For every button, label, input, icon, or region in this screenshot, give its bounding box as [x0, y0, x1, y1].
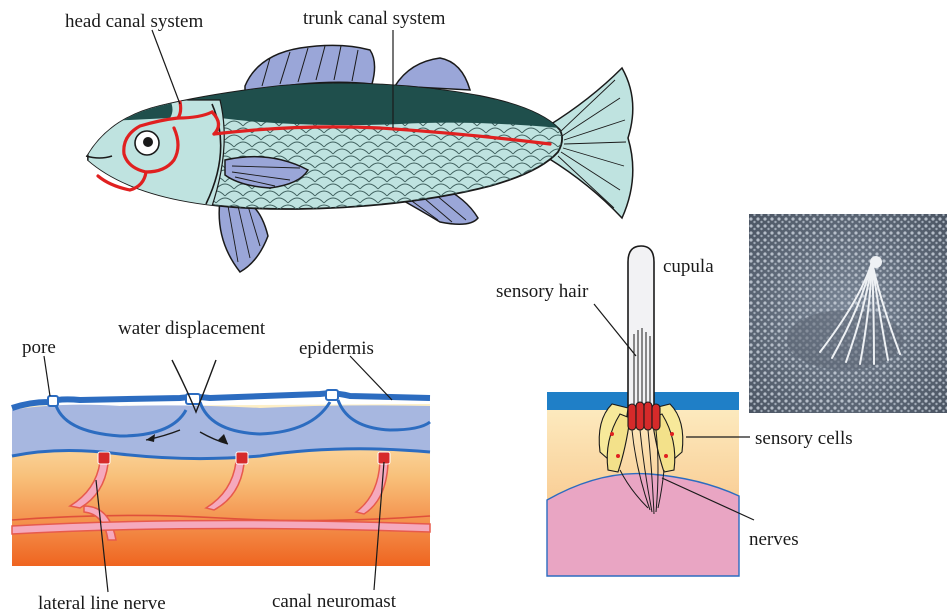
head-canal-leader [152, 30, 180, 104]
pore-label: pore [22, 337, 56, 358]
canal-neuromast-label: canal neuromast [272, 591, 397, 612]
cupula-label: cupula [663, 256, 714, 277]
pelvic-fin [219, 200, 268, 272]
water-displacement-label: water displacement [118, 318, 266, 339]
epidermis-label: epidermis [299, 338, 374, 359]
pore-leader [44, 356, 50, 396]
sensory-hair-label: sensory hair [496, 281, 589, 302]
lateral-line-nerve-label: lateral line nerve [38, 593, 166, 614]
sensory-cells-label: sensory cells [755, 428, 853, 449]
head-canal-label: head canal system [65, 11, 203, 32]
fish-illustration: head canal system trunk canal system [65, 8, 633, 272]
canal-cross-section: pore water displacement epidermis latera… [12, 318, 430, 614]
trunk-canal-label: trunk canal system [303, 8, 446, 29]
second-dorsal-fin [395, 58, 470, 90]
nerves-label: nerves [749, 529, 799, 550]
sem-micrograph [749, 214, 947, 413]
